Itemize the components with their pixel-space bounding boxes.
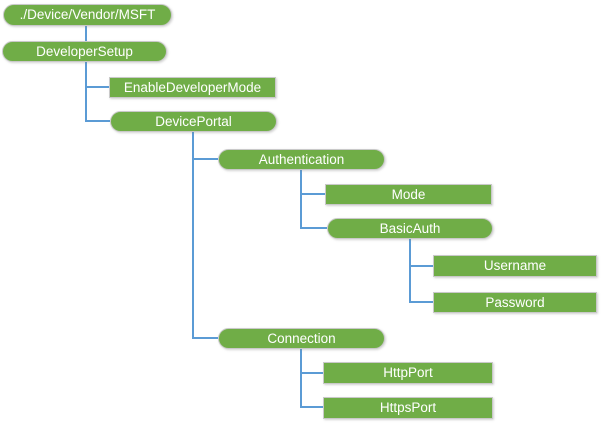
connector-branch-deviceportal bbox=[85, 120, 110, 122]
connector-branch-httpsport bbox=[300, 406, 323, 408]
node-httpport: HttpPort bbox=[323, 362, 493, 384]
connector-authentication-trunk bbox=[300, 170, 302, 229]
node-deviceportal: DevicePortal bbox=[110, 111, 277, 132]
connector-deviceportal-trunk bbox=[192, 132, 194, 339]
node-password: Password bbox=[433, 292, 597, 313]
connector-branch-connection bbox=[192, 337, 218, 339]
connector-basicauth-trunk bbox=[409, 239, 411, 303]
node-mode: Mode bbox=[325, 184, 492, 205]
connector-root-to-developersetup bbox=[85, 25, 87, 41]
connector-developersetup-trunk bbox=[85, 62, 87, 122]
node-connection: Connection bbox=[218, 328, 385, 349]
node-device-vendor-msft: ./Device/Vendor/MSFT bbox=[3, 4, 172, 26]
connector-connection-trunk bbox=[300, 349, 302, 408]
connector-branch-basicauth bbox=[300, 227, 327, 229]
connector-branch-mode bbox=[300, 193, 325, 195]
node-basicauth: BasicAuth bbox=[327, 218, 493, 239]
node-developersetup: DeveloperSetup bbox=[2, 41, 167, 62]
node-username: Username bbox=[433, 255, 597, 277]
connector-branch-username bbox=[409, 265, 433, 267]
node-httpsport: HttpsPort bbox=[323, 397, 493, 419]
node-authentication: Authentication bbox=[218, 149, 385, 170]
connector-branch-enabledevelopermode bbox=[85, 86, 109, 88]
node-enabledevelopermode: EnableDeveloperMode bbox=[109, 77, 276, 98]
connector-branch-httpport bbox=[300, 372, 323, 374]
connector-branch-password bbox=[409, 301, 433, 303]
connector-branch-authentication bbox=[192, 158, 218, 160]
